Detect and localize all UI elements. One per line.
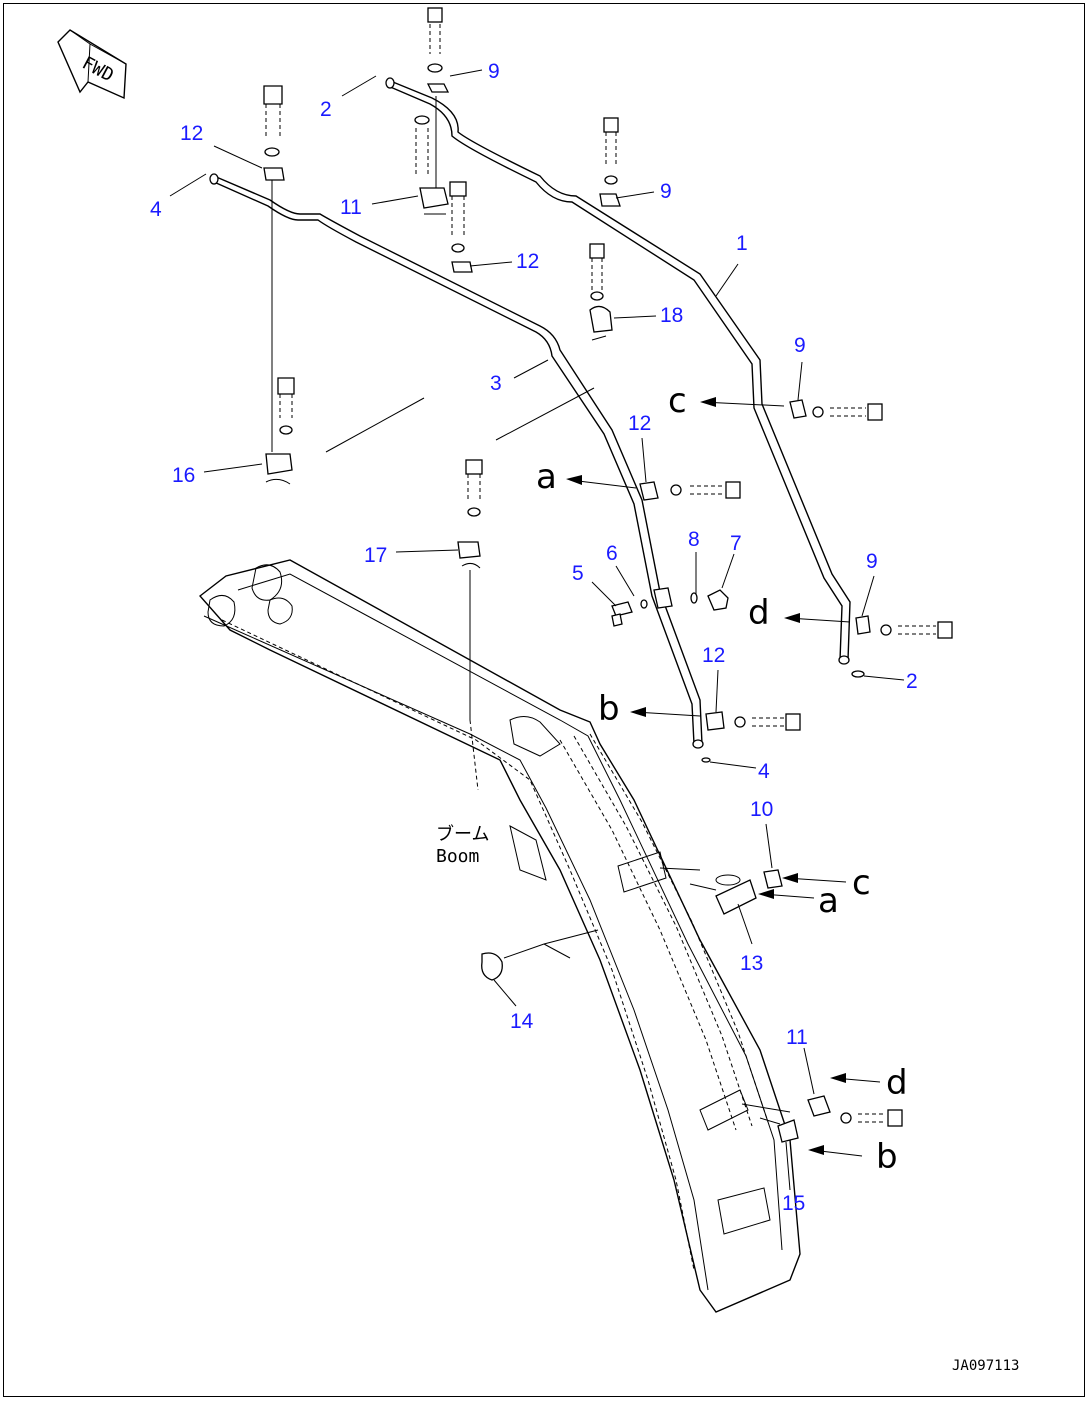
bolt-assembly-right-upper <box>589 117 621 341</box>
callout-9: 9 <box>794 334 806 357</box>
callout-18: 18 <box>660 304 683 327</box>
callout-1: 1 <box>736 232 748 255</box>
callout-12: 12 <box>516 250 539 273</box>
callout-labels: 1 2 2 3 4 4 5 6 7 8 9 9 9 9 10 11 11 12 … <box>150 60 918 1215</box>
fwd-arrow-icon: FWD <box>57 29 127 100</box>
bolt-assembly-center <box>414 7 450 215</box>
callout-11: 11 <box>786 1026 808 1049</box>
callout-15: 15 <box>782 1192 805 1215</box>
callout-8: 8 <box>688 528 700 551</box>
boom-structure <box>198 559 801 1313</box>
boom-label-en: Boom <box>436 846 479 867</box>
callout-11: 11 <box>340 196 362 219</box>
callout-6: 6 <box>606 542 618 565</box>
bolt-assembly-left <box>263 85 295 485</box>
figure-code: JA097113 <box>952 1358 1019 1374</box>
callout-12: 12 <box>628 412 651 435</box>
callout-7: 7 <box>730 532 742 555</box>
ref-letter-d: d <box>748 593 770 633</box>
callout-12: 12 <box>180 122 203 145</box>
bolt-details-horizontal <box>670 403 953 731</box>
bolt-assembly-17 <box>457 459 483 720</box>
callout-2: 2 <box>320 98 332 121</box>
reference-letters: c a d b c a d b <box>536 381 908 1177</box>
fwd-label: FWD <box>78 53 117 87</box>
center-lines <box>325 387 595 453</box>
callout-17: 17 <box>364 544 387 567</box>
ref-letter-d: d <box>886 1063 908 1103</box>
callout-2: 2 <box>906 670 918 693</box>
callout-10: 10 <box>750 798 773 821</box>
callout-12: 12 <box>702 644 725 667</box>
callout-9: 9 <box>866 550 878 573</box>
callout-3: 3 <box>490 372 502 395</box>
diagram-frame <box>3 3 1085 1397</box>
ref-letter-b: b <box>598 689 620 729</box>
callout-13: 13 <box>740 952 763 975</box>
callout-4: 4 <box>150 198 162 221</box>
plug-14 <box>481 929 599 981</box>
leader-lines <box>169 69 905 1191</box>
tube-1 <box>385 77 851 665</box>
bolt-clamp-12-upper <box>449 181 473 273</box>
ref-letter-b: b <box>876 1137 898 1177</box>
ref-letter-c: c <box>668 381 687 421</box>
clamp-assembly-10-13 <box>659 867 783 915</box>
callout-5: 5 <box>572 562 584 585</box>
callout-16: 16 <box>172 464 195 487</box>
callout-9: 9 <box>660 180 672 203</box>
tube-3 <box>209 173 704 749</box>
callout-14: 14 <box>510 1010 534 1033</box>
clamp-assembly-11-15 <box>741 1095 903 1143</box>
clamp-parts <box>611 399 871 763</box>
ref-letter-c: c <box>852 863 871 903</box>
ref-letter-a: a <box>818 881 839 921</box>
callout-9: 9 <box>488 60 500 83</box>
ref-letter-a: a <box>536 457 557 497</box>
boom-label: ブーム Boom <box>436 823 489 867</box>
boom-label-jp: ブーム <box>436 823 489 845</box>
callout-4: 4 <box>758 760 770 783</box>
